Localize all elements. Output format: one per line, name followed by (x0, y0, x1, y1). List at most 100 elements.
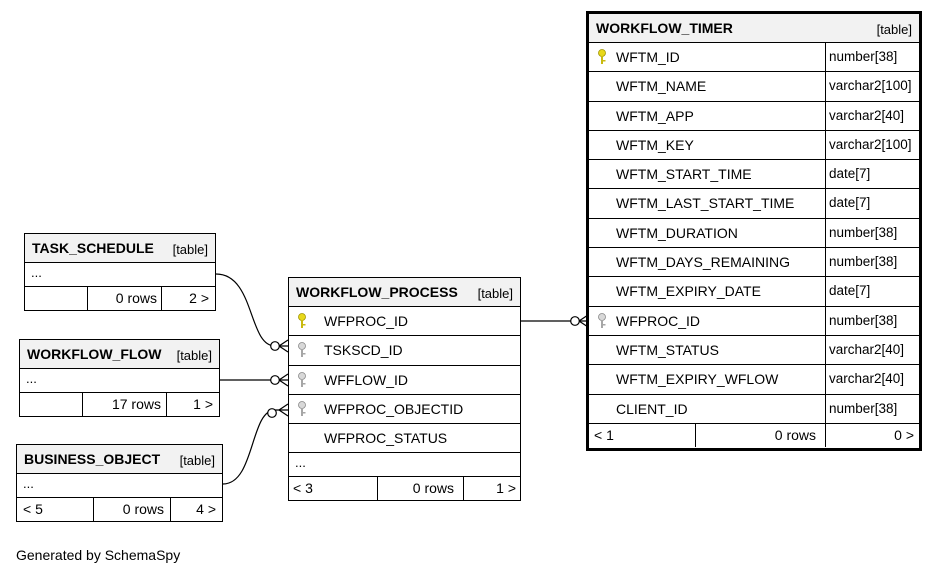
column-row: WFFLOW_ID (289, 366, 520, 395)
column-name: WFTM_APP (616, 107, 694, 124)
column-type: date[7] (825, 277, 870, 306)
table-header: TASK_SCHEDULE [table] (25, 234, 215, 263)
row-count: 0 rows (774, 426, 816, 443)
column-type: date[7] (825, 189, 870, 218)
child-count: 1 > (193, 396, 213, 412)
column-type: varchar2[100] (825, 130, 912, 160)
column-type: varchar2[40] (825, 365, 904, 394)
foreign-key-icon (298, 342, 306, 358)
column-row: WFTM_START_TIME date[7] (589, 160, 919, 190)
column-row: WFTM_DAYS_REMAINING number[38] (589, 248, 919, 278)
column-name: WFTM_EXPIRY_WFLOW (616, 371, 779, 388)
column-row: CLIENT_ID number[38] (589, 394, 919, 424)
ellipsis-row: ... (25, 263, 215, 287)
table-task-schedule[interactable]: TASK_SCHEDULE [table] ... 0 rows 2 > (24, 233, 216, 311)
column-row: WFTM_STATUS varchar2[40] (589, 335, 919, 366)
row-count: 0 rows (122, 501, 164, 517)
column-type: number[38] (825, 43, 897, 72)
column-row: WFPROC_ID number[38] (589, 306, 919, 336)
table-footer: 0 rows 2 > (25, 287, 215, 310)
ellipsis-row: ... (20, 369, 219, 393)
column-type: varchar2[40] (825, 335, 904, 365)
row-count: 0 rows (412, 480, 454, 497)
column-type: varchar2[100] (825, 72, 912, 101)
table-kind: [table] (176, 348, 212, 363)
column-name: WFPROC_STATUS (324, 430, 448, 447)
table-business-object[interactable]: BUSINESS_OBJECT [table] ... < 5 0 rows 4… (16, 444, 223, 522)
column-type: date[7] (825, 160, 870, 189)
column-name: WFTM_DURATION (616, 224, 738, 241)
row-count: 17 rows (111, 396, 161, 412)
column-row: WFTM_EXPIRY_DATE date[7] (589, 277, 919, 307)
table-footer: 17 rows 1 > (20, 393, 219, 416)
column-name: WFPROC_ID (616, 312, 700, 329)
child-count: 2 > (189, 290, 209, 306)
column-name: CLIENT_ID (616, 400, 688, 417)
child-count: 4 > (196, 501, 216, 517)
column-name: WFTM_START_TIME (616, 166, 752, 183)
table-name: BUSINESS_OBJECT (24, 451, 161, 467)
table-workflow-timer[interactable]: WORKFLOW_TIMER [table] WFTM_ID number[38]… (586, 11, 922, 451)
column-row: WFTM_KEY varchar2[100] (589, 130, 919, 161)
table-kind: [table] (477, 286, 513, 301)
optional-circle (270, 341, 280, 351)
table-footer: < 3 0 rows 1 > (289, 477, 520, 501)
optional-circle (267, 408, 277, 418)
column-name: TSKSCD_ID (324, 342, 403, 359)
parent-count: < 1 (594, 426, 614, 443)
table-kind: [table] (172, 242, 208, 257)
parent-count: < 5 (23, 501, 43, 517)
column-row: WFTM_ID number[38] (589, 43, 919, 73)
column-name: WFTM_ID (616, 49, 680, 65)
column-row: WFTM_EXPIRY_WFLOW varchar2[40] (589, 365, 919, 395)
foreign-key-icon (298, 371, 306, 387)
column-type: number[38] (825, 248, 897, 277)
column-row: WFPROC_OBJECTID (289, 395, 520, 425)
column-name: WFTM_DAYS_REMAINING (616, 254, 790, 271)
table-name: WORKFLOW_TIMER (596, 20, 733, 36)
row-count: 0 rows (115, 290, 157, 306)
ellipsis-row: ... (289, 453, 520, 478)
table-header: WORKFLOW_FLOW [table] (20, 340, 219, 369)
column-row: WFPROC_ID (289, 307, 520, 337)
column-row: WFTM_NAME varchar2[100] (589, 72, 919, 102)
column-name: WFTM_NAME (616, 78, 707, 95)
table-header: WORKFLOW_TIMER [table] (589, 14, 919, 43)
child-count: 0 > (894, 426, 914, 443)
column-row: WFPROC_STATUS (289, 424, 520, 454)
table-name: TASK_SCHEDULE (32, 240, 154, 256)
column-name: WFTM_EXPIRY_DATE (616, 283, 761, 300)
column-name: WFPROC_ID (324, 313, 408, 329)
column-type: number[38] (825, 306, 897, 335)
optional-circle (570, 316, 580, 326)
table-header: WORKFLOW_PROCESS [table] (289, 278, 520, 307)
table-kind: [table] (876, 22, 912, 37)
column-row: TSKSCD_ID (289, 336, 520, 366)
primary-key-icon (298, 313, 306, 328)
table-footer: < 1 0 rows 0 > (589, 423, 919, 447)
column-name: WFTM_STATUS (616, 341, 719, 358)
foreign-key-icon (298, 400, 306, 416)
optional-circle (270, 375, 280, 385)
column-name: WFFLOW_ID (324, 371, 408, 388)
ellipsis-row: ... (17, 474, 222, 498)
column-name: WFTM_KEY (616, 136, 694, 153)
table-workflow-flow[interactable]: WORKFLOW_FLOW [table] ... 17 rows 1 > (19, 339, 220, 417)
table-name: WORKFLOW_PROCESS (296, 284, 458, 300)
column-name: WFPROC_OBJECTID (324, 400, 464, 417)
rel-task-schedule (215, 273, 288, 347)
parent-count: < 3 (293, 480, 313, 497)
rel-business-object (222, 409, 288, 485)
column-type: number[38] (825, 218, 897, 248)
table-footer: < 5 0 rows 4 > (17, 498, 222, 521)
column-type: number[38] (825, 394, 897, 423)
child-count: 1 > (496, 480, 516, 497)
primary-key-icon (598, 49, 606, 64)
foreign-key-icon (598, 312, 606, 328)
table-workflow-process[interactable]: WORKFLOW_PROCESS [table] WFPROC_ID TSKSC… (288, 277, 521, 501)
column-row: WFTM_APP varchar2[40] (589, 101, 919, 131)
column-row: WFTM_DURATION number[38] (589, 218, 919, 249)
column-type: varchar2[40] (825, 101, 904, 130)
